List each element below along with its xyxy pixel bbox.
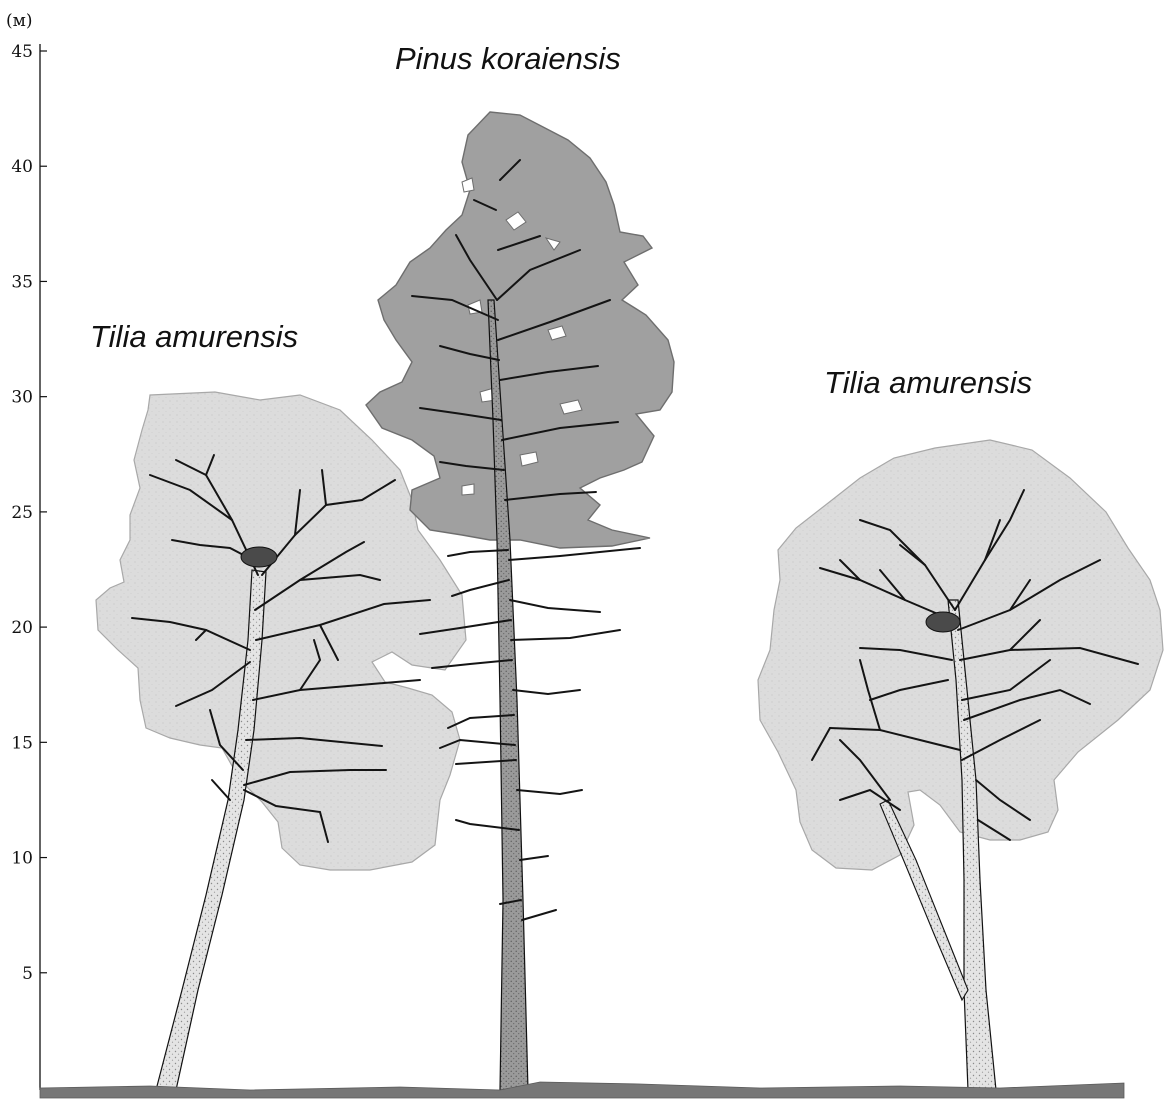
axis-tick-label-40: 40 [11, 157, 33, 177]
axis-tick-label-25: 25 [11, 503, 33, 523]
axis-tick-label-5: 5 [22, 964, 33, 984]
pine-crown [366, 112, 674, 548]
axis-tick-label-45: 45 [11, 42, 33, 62]
axis-tick-label-30: 30 [11, 388, 33, 408]
axis-ticks: 5 10 15 20 25 30 35 40 45 [11, 42, 47, 984]
axis-unit-label: (м) [6, 11, 33, 31]
axis-tick-label-20: 20 [11, 618, 33, 638]
left-linden-nest [241, 547, 277, 567]
left-linden-crown [96, 392, 466, 870]
axis-tick-label-35: 35 [11, 272, 33, 292]
species-label-pine: Pinus koraiensis [395, 41, 621, 76]
species-label-right-linden: Tilia amurensis [824, 365, 1032, 400]
height-axis: (м) 5 10 15 20 25 30 35 40 45 [6, 11, 47, 1090]
species-label-left-linden: Tilia amurensis [90, 319, 298, 354]
axis-tick-label-15: 15 [11, 733, 33, 753]
right-linden-nest [926, 612, 960, 632]
ground [40, 1082, 1124, 1098]
axis-tick-label-10: 10 [11, 849, 33, 869]
right-linden-lean-stem [880, 800, 968, 1000]
